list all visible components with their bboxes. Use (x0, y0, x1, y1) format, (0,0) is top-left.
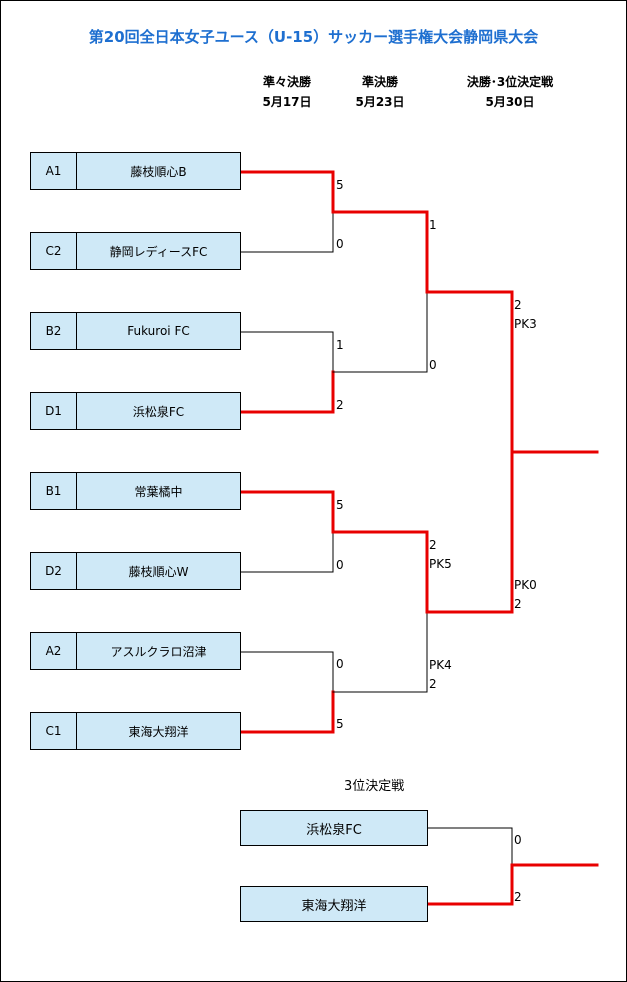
bracket-line (239, 331, 334, 373)
score-label: 5 (336, 498, 344, 512)
team-box: D1 浜松泉FC (30, 392, 241, 430)
bracket-line (238, 370, 335, 414)
team-name: 東海大翔洋 (128, 724, 189, 739)
round-name: 準決勝 (361, 75, 398, 89)
seed-label: A2 (31, 633, 77, 669)
team-box: C1 東海大翔洋 (30, 712, 241, 750)
bracket-line (331, 210, 429, 294)
team-name: 東海大翔洋 (301, 898, 367, 914)
round-header-sf: 準決勝 5月23日 (340, 72, 420, 112)
bracket-line (239, 531, 334, 573)
team-box: B1 常葉橘中 (30, 472, 241, 510)
score-label: 0 (336, 657, 344, 671)
team-box: 東海大翔洋 (240, 886, 428, 922)
seed-label: D1 (31, 393, 77, 429)
score-label: 0 (514, 833, 522, 847)
score-label: 2 (514, 298, 522, 312)
team-box: A1 藤枝順心B (30, 152, 241, 190)
score-label: 5 (336, 717, 344, 731)
score-label: 0 (429, 358, 437, 372)
team-name: 浜松泉FC (132, 404, 185, 419)
team-box: D2 藤枝順心W (30, 552, 241, 590)
score-label: 2 (514, 890, 522, 904)
bracket-line (238, 690, 335, 734)
bracket-line (331, 530, 429, 614)
round-name: 準々決勝 (262, 75, 311, 89)
bracket-line (238, 490, 335, 534)
bracket-line (332, 291, 428, 373)
team-box: C2 静岡レディースFC (30, 232, 241, 270)
seed-label: C1 (31, 713, 77, 749)
round-date: 5月17日 (262, 95, 312, 109)
bracket-line (425, 863, 514, 906)
third-place-label: 3位決定戦 (344, 779, 405, 794)
team-box: A2 アスルクラロ沼津 (30, 632, 241, 670)
bracket-line (332, 611, 428, 693)
seed-label: B1 (31, 473, 77, 509)
team-name: 静岡レディースFC (109, 244, 208, 259)
score-label: 1 (336, 338, 344, 352)
seed-label: B2 (31, 313, 77, 349)
score-label: 0 (336, 558, 344, 572)
team-name: アスルクラロ沼津 (110, 644, 207, 659)
score-label: 2 (336, 398, 344, 412)
team-name: 浜松泉FC (306, 822, 362, 838)
pk-score-label: PK3 (514, 317, 537, 331)
seed-label: D2 (31, 553, 77, 589)
bracket-line (239, 211, 334, 253)
team-name: Fukuroi FC (127, 324, 190, 338)
bracket-line (425, 450, 514, 614)
round-date: 5月23日 (355, 95, 405, 109)
score-label: 0 (336, 237, 344, 251)
score-label: 2 (429, 538, 437, 552)
round-header-qf: 準々決勝 5月17日 (247, 72, 327, 112)
round-name: 決勝･3位決定戦 (466, 75, 554, 89)
seed-label: A1 (31, 153, 77, 189)
pk-score-label: PK5 (429, 557, 452, 571)
score-label: 1 (429, 218, 437, 232)
bracket-line (239, 651, 334, 693)
score-label: 2 (514, 597, 522, 611)
bracket-line (238, 170, 335, 214)
bracket-line (425, 290, 514, 454)
bracket-line (426, 827, 513, 866)
round-header-final: 決勝･3位決定戦 5月30日 (450, 72, 570, 112)
team-name: 藤枝順心B (130, 164, 187, 179)
seed-label: C2 (31, 233, 77, 269)
score-label: 5 (336, 178, 344, 192)
team-name: 藤枝順心W (128, 564, 189, 579)
team-box: 浜松泉FC (240, 810, 428, 846)
score-label: 2 (429, 677, 437, 691)
round-date: 5月30日 (485, 95, 535, 109)
page-title: 第20回全日本女子ユース（U-15）サッカー選手権大会静岡県大会 (88, 28, 539, 46)
pk-score-label: PK0 (514, 578, 537, 592)
team-box: B2 Fukuroi FC (30, 312, 241, 350)
pk-score-label: PK4 (429, 658, 452, 672)
team-name: 常葉橘中 (134, 484, 183, 499)
